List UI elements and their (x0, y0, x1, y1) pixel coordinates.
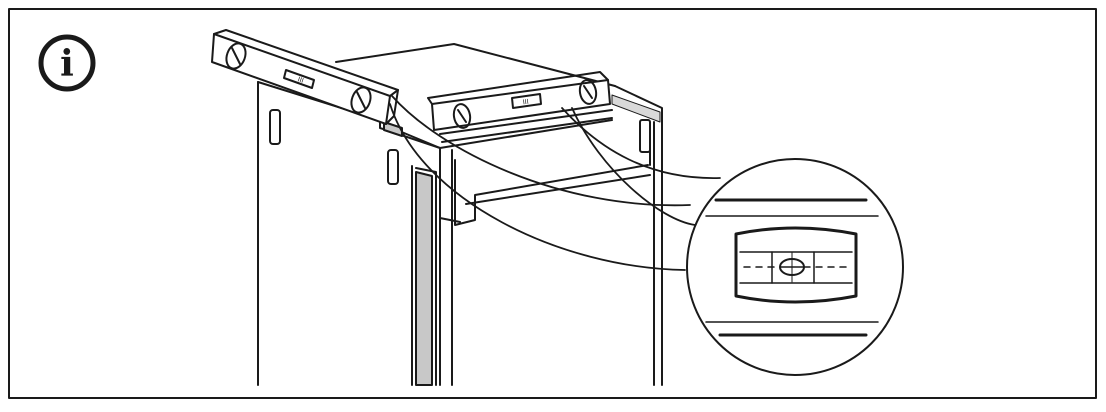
top-insert (383, 121, 403, 137)
level-right-body (431, 79, 611, 131)
hinge-slot-lower (387, 149, 399, 185)
info-circle-icon (38, 34, 96, 92)
magnified-vial-window (734, 226, 858, 304)
level-left-vial-2-mark (356, 91, 366, 109)
level-right-vial-2-mark (583, 85, 593, 99)
hinge-slot-upper (269, 109, 281, 145)
spirit-level-left: III (211, 29, 399, 125)
spirit-level-right: III (427, 71, 613, 143)
right-panel-slot (639, 119, 651, 153)
level-right-vial-2 (578, 79, 598, 105)
level-left-vial-1-mark (231, 47, 241, 65)
door-trim-strip (415, 171, 433, 386)
callout-from-right-level-lower (571, 107, 696, 226)
appliance-top-front-edge (391, 119, 613, 149)
level-right-centre-mark: III (522, 99, 529, 107)
magnified-detail (686, 158, 904, 376)
shelf-line-1 (439, 109, 613, 135)
cabinet-top-back-edge (335, 43, 616, 87)
shelf-line-2 (441, 117, 613, 143)
level-left-centre-window (283, 69, 315, 89)
info-symbol: i (60, 43, 74, 85)
level-right-top-face (427, 71, 609, 105)
cabinet-top-shade (611, 94, 661, 123)
callout-from-left-level-lower (389, 103, 686, 271)
callout-lines (389, 95, 721, 271)
level-right-vial-1-mark (457, 109, 467, 123)
level-right-centre-window (511, 93, 542, 109)
callout-from-right-level-upper (561, 107, 721, 179)
cabinet-top-right-edge (614, 85, 663, 386)
level-left-side (385, 89, 399, 125)
door-trim-outline (415, 167, 437, 386)
info-badge: i (38, 34, 96, 92)
callout-from-left-level-upper (391, 95, 691, 207)
level-right-vial-1 (452, 103, 472, 129)
appliance-cabinet (257, 43, 663, 386)
level-left-vial-2 (350, 86, 372, 114)
figure-frame (8, 8, 1097, 399)
level-left-vial-1 (225, 42, 247, 70)
level-left-centre-mark: III (297, 76, 305, 85)
